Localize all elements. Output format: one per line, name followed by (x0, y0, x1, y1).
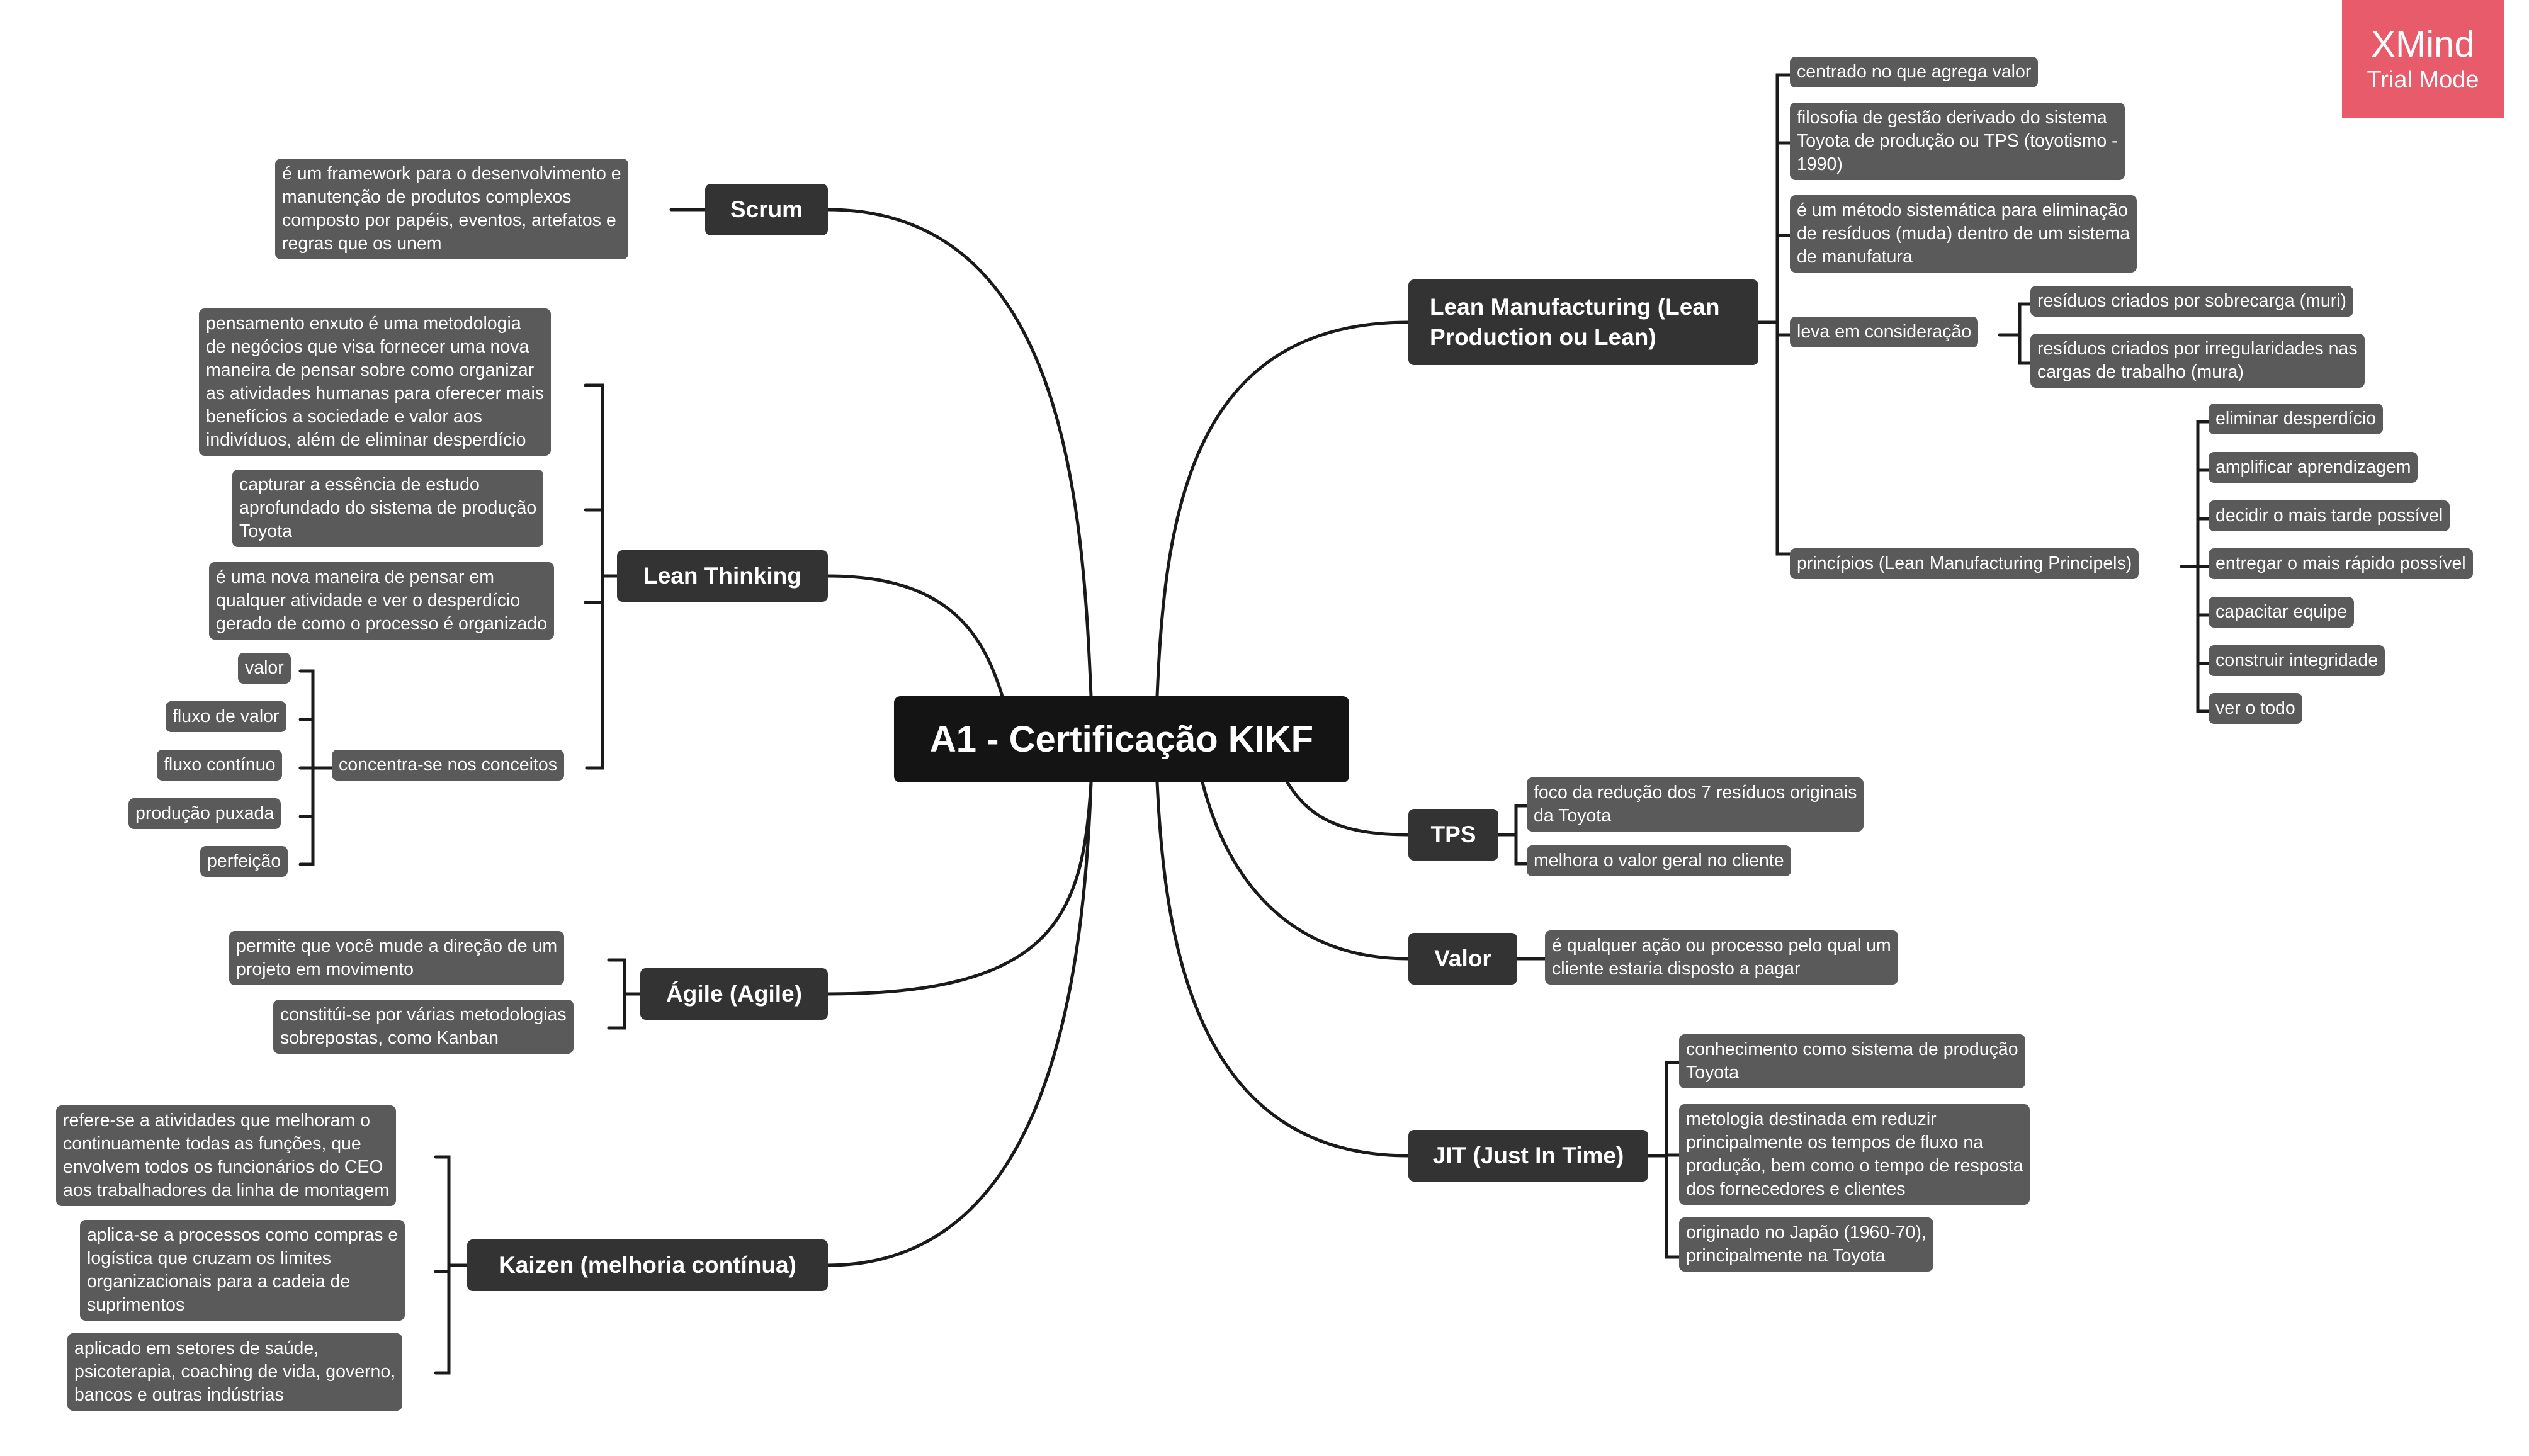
conceito-item[interactable]: produção puxada (128, 798, 281, 829)
topic-lean-manufacturing[interactable]: Lean Manufacturing (Lean Production ou L… (1408, 279, 1758, 365)
subtopic-agile-1[interactable]: permite que você mude a direção de um pr… (229, 931, 565, 985)
subtopic-muri[interactable]: resíduos criados por sobrecarga (muri) (2030, 286, 2354, 317)
conceito-item[interactable]: valor (238, 653, 291, 684)
subtopic-lean-thinking-2[interactable]: capturar a essência de estudo aprofundad… (232, 470, 544, 547)
topic-valor[interactable]: Valor (1408, 933, 1517, 985)
principio-item[interactable]: ver o todo (2209, 693, 2302, 724)
principio-item[interactable]: entregar o mais rápido possível (2209, 548, 2473, 579)
subtopic-valor-1[interactable]: é qualquer ação ou processo pelo qual um… (1545, 930, 1898, 985)
topic-lean-thinking[interactable]: Lean Thinking (617, 550, 828, 602)
subtopic-jit-2[interactable]: metologia destinada em reduzir principal… (1679, 1104, 2030, 1205)
topic-tps[interactable]: TPS (1408, 809, 1498, 861)
conceito-item[interactable]: fluxo de valor (166, 701, 286, 732)
principio-item[interactable]: eliminar desperdício (2209, 404, 2384, 434)
watermark-subtitle: Trial Mode (2367, 66, 2479, 93)
subtopic-scrum-1[interactable]: é um framework para o desenvolvimento e … (275, 159, 628, 259)
central-topic[interactable]: A1 - Certificação KIKF (894, 696, 1349, 782)
topic-kaizen[interactable]: Kaizen (melhoria contínua) (467, 1239, 828, 1291)
subtopic-leva-em-consideracao[interactable]: leva em consideração (1790, 317, 1979, 347)
topic-scrum[interactable]: Scrum (705, 184, 828, 235)
conceito-item[interactable]: perfeição (200, 846, 288, 877)
principio-item[interactable]: amplificar aprendizagem (2209, 452, 2418, 483)
subtopic-kaizen-2[interactable]: aplica-se a processos como compras e log… (80, 1220, 405, 1321)
subtopic-jit-1[interactable]: conhecimento como sistema de produção To… (1679, 1034, 2025, 1088)
subtopic-lean-thinking-1[interactable]: pensamento enxuto é uma metodologia de n… (199, 308, 552, 456)
topic-agile[interactable]: Ágile (Agile) (640, 968, 828, 1020)
subtopic-jit-3[interactable]: originado no Japão (1960-70), principalm… (1679, 1217, 1933, 1272)
subtopic-agile-2[interactable]: constitúi-se por várias metodologias sob… (273, 1000, 574, 1054)
subtopic-kaizen-3[interactable]: aplicado em setores de saúde, psicoterap… (67, 1333, 403, 1411)
subtopic-lean-manufacturing-2[interactable]: filosofia de gestão derivado do sistema … (1790, 103, 2125, 180)
subtopic-kaizen-1[interactable]: refere-se a atividades que melhoram o co… (56, 1105, 397, 1206)
principio-item[interactable]: construir integridade (2209, 645, 2385, 676)
subtopic-mura[interactable]: resíduos criados por irregularidades nas… (2030, 334, 2365, 388)
principio-item[interactable]: decidir o mais tarde possível (2209, 500, 2450, 531)
subtopic-tps-2[interactable]: melhora o valor geral no cliente (1527, 845, 1791, 876)
trial-watermark: XMind Trial Mode (2342, 0, 2504, 118)
subtopic-lean-manufacturing-1[interactable]: centrado no que agrega valor (1790, 57, 2039, 87)
watermark-title: XMind (2371, 23, 2475, 65)
conceito-item[interactable]: fluxo contínuo (157, 750, 283, 781)
subtopic-conceitos[interactable]: concentra-se nos conceitos (332, 750, 564, 781)
subtopic-tps-1[interactable]: foco da redução dos 7 resíduos originais… (1527, 777, 1864, 832)
subtopic-principios[interactable]: princípios (Lean Manufacturing Principel… (1790, 548, 2139, 579)
topic-jit[interactable]: JIT (Just In Time) (1408, 1130, 1648, 1182)
subtopic-lean-manufacturing-3[interactable]: é um método sistemática para eliminação … (1790, 195, 2137, 273)
principio-item[interactable]: capacitar equipe (2209, 597, 2355, 628)
subtopic-lean-thinking-3[interactable]: é uma nova maneira de pensar em qualquer… (209, 562, 555, 640)
